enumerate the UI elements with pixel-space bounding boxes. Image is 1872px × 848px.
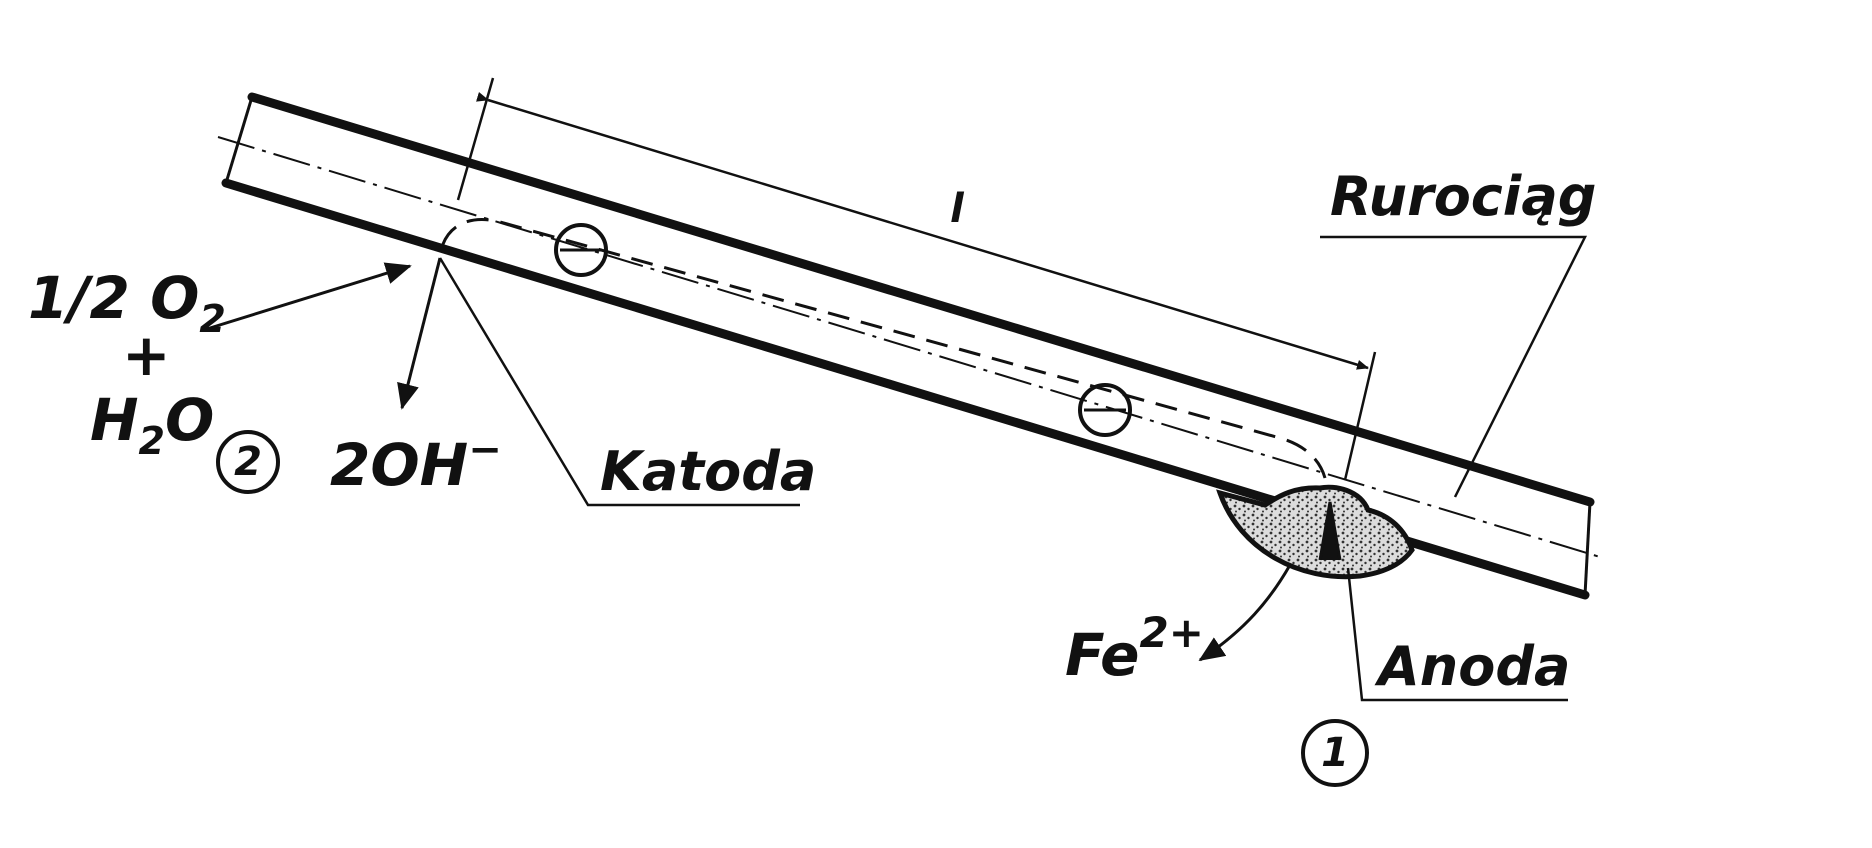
oxygen-term: 1/2 O2: [28, 264, 226, 341]
anode-notch: [1318, 501, 1342, 561]
dimension-arrow: [476, 92, 1369, 370]
pipe-right-end: [1583, 501, 1592, 596]
cathode-leader: [438, 257, 800, 507]
anode-pit: [1216, 484, 1415, 580]
hydroxide-arrow: [397, 257, 442, 410]
pipeline-label: Rurociąg: [1330, 165, 1596, 228]
water-term: H2O: [90, 386, 214, 463]
dimension-label: l: [950, 186, 965, 232]
plus-sign: +: [122, 321, 171, 389]
anode-leader: [1346, 567, 1568, 702]
dimension-line: l: [456, 77, 1377, 481]
pipe-left-end: [224, 96, 254, 184]
reactant-formula: 1/2 O2 + H2O: [28, 264, 226, 463]
iron-ion-arrow: [1198, 564, 1292, 662]
pipeline-leader: [1320, 235, 1588, 498]
negative-charge-left: [554, 223, 608, 277]
corrosion-product: [1216, 484, 1415, 580]
marker-1-label: 1: [1321, 730, 1349, 776]
dimension-extension-right: [1343, 351, 1377, 481]
marker-2: 2: [216, 430, 280, 494]
anode-label: Anoda: [1374, 635, 1570, 698]
iron-ion-label: Fe2+: [1065, 608, 1204, 689]
negative-charge-right: [1078, 383, 1132, 437]
marker-2-label: 2: [234, 439, 262, 485]
cathode-label: Katoda: [600, 440, 816, 503]
hydroxide-label: 2OH−: [330, 427, 502, 499]
marker-1: 1: [1301, 719, 1369, 787]
dimension-extension-left: [456, 77, 495, 201]
reactant-arrow: [209, 262, 412, 330]
current-path: [438, 217, 1327, 479]
